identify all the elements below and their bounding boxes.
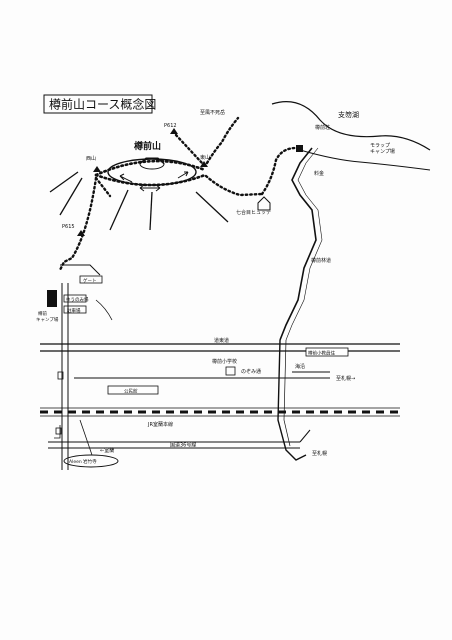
bus-stop-marker [55, 427, 62, 435]
slope-line-1 [59, 177, 83, 216]
nishiyama-peak-icon [93, 166, 101, 172]
bus-stop-line [54, 425, 61, 439]
crater-rim [107, 158, 197, 186]
main-road-lower-edge [283, 339, 291, 447]
p615-label: P615 [62, 224, 75, 230]
arrow-2 [139, 184, 161, 192]
bus-stop-oval [63, 454, 119, 468]
junior-high-label: 樽前小教員住 [308, 350, 335, 357]
gate-box [79, 275, 103, 284]
jr-line-label: JR室蘭本線 [147, 421, 173, 428]
map-title: 樽前山コース概念図 [49, 97, 156, 112]
parking-box [63, 305, 87, 314]
school-label: 樽前小学校 [212, 358, 237, 365]
tarumae-so-label: 樽前荘 [315, 124, 330, 131]
leader-line [79, 419, 93, 456]
forest-road-label: 樽前林道 [311, 257, 331, 264]
lake-shore-south [299, 149, 431, 171]
arrow-1 [119, 173, 133, 183]
to-sapporo2-label: 至札幌 [312, 450, 327, 457]
p612-peak-icon [170, 128, 178, 134]
trail-crater-north [94, 159, 207, 177]
slope-line-2 [109, 189, 129, 231]
trail-west-branch [94, 176, 112, 198]
morappu-label: モラップキャンプ場 [370, 143, 395, 155]
trail-crater-south [94, 173, 207, 187]
trail-east-descent [204, 174, 264, 197]
trail-west-descent [58, 176, 98, 272]
shichigome-label: 七合目ヒュッテ [236, 209, 271, 216]
camp-label: 樽前キャンプ場 [36, 310, 59, 323]
p615-peak-icon [77, 230, 85, 236]
tarumae-label: 樽前山 [134, 140, 161, 152]
route36-curve [299, 429, 311, 443]
kosha-label: 公民館 [124, 388, 138, 395]
to-sapporo-label: 至札幌→ [336, 375, 355, 382]
main-road [279, 147, 317, 341]
uehama-label: のぞみ通 [241, 368, 261, 375]
pasture-label: ゆうのみ場 [66, 296, 89, 303]
slope-line-3 [149, 191, 153, 231]
tarumae-so-building [296, 145, 303, 152]
hut-icon [257, 196, 271, 211]
main-road-lower [277, 339, 307, 461]
kosha-box [107, 385, 159, 395]
school-building [225, 366, 236, 376]
dosho-road-label: 道東道 [214, 337, 229, 344]
title-box [43, 94, 153, 114]
bus-stop-label: Aleen 岩竹寺 [69, 458, 97, 465]
route36-label: 国道36号線 [170, 442, 196, 449]
exit-label: 海沿 [295, 363, 305, 370]
p612-label: P612 [164, 123, 177, 129]
fuppushi-label: 至風不死岳 [200, 109, 225, 116]
pasture-box [63, 294, 87, 303]
parking-label: 駐車場 [67, 307, 81, 314]
ticket-label: 料金 [314, 170, 324, 177]
nishiyama-label: 西山 [86, 155, 96, 162]
junior-high-sign [305, 347, 349, 357]
main-road-edge [285, 147, 323, 341]
stream-line [95, 299, 113, 321]
slope-line-5 [49, 171, 79, 193]
slope-line-4 [195, 191, 229, 223]
gate-label: ゲート [83, 277, 97, 284]
higashiyama-peak-icon [200, 161, 208, 167]
to-muroran-label: ←室蘭 [100, 447, 114, 454]
arrow-3 [177, 171, 189, 179]
higashiyama-label: 東山 [200, 154, 210, 161]
lake-shore-north [271, 101, 431, 151]
small-marker [57, 371, 64, 380]
trail-to-fuppushi [205, 116, 240, 165]
shikotsu-lake-label: 支笏湖 [338, 110, 359, 119]
camp-road [60, 264, 101, 276]
camp-building [47, 290, 57, 307]
trail-to-p612 [174, 133, 204, 165]
trail-to-tarumae-so [260, 146, 298, 196]
